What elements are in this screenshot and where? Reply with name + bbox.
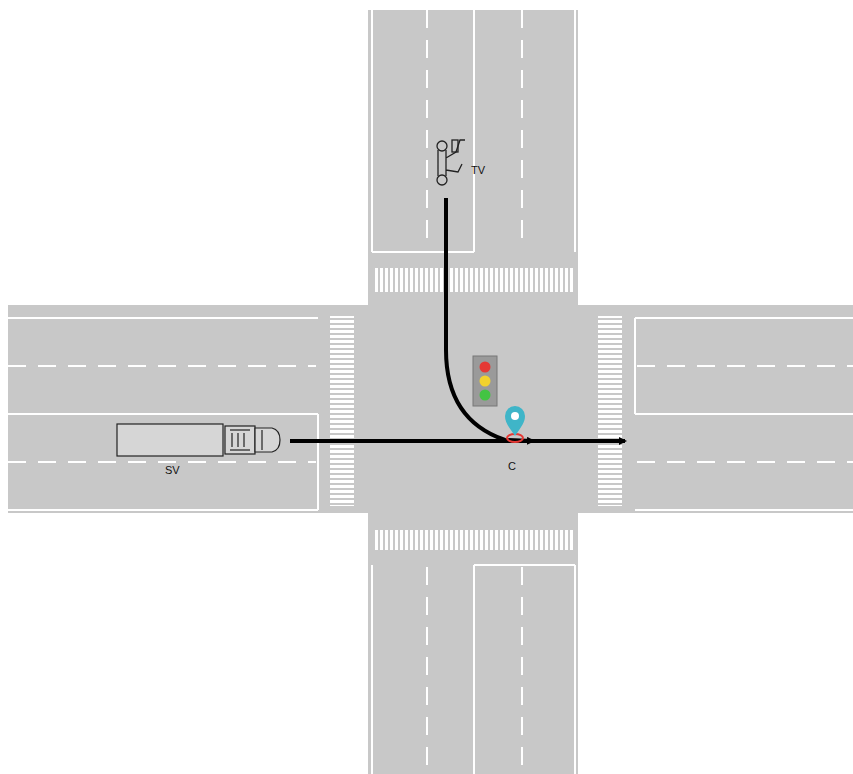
crosswalks [330, 268, 622, 550]
vehicle-label: SV [165, 465, 180, 476]
road-surface [8, 10, 853, 774]
point-label: C [508, 461, 516, 472]
location-pin [505, 406, 525, 442]
trajectories [290, 198, 625, 441]
motorcycle-tv [437, 140, 465, 185]
road-markings [8, 10, 853, 774]
vehicle-label: TV [471, 165, 485, 176]
traffic-light [473, 356, 497, 406]
truck-sv [117, 424, 280, 456]
